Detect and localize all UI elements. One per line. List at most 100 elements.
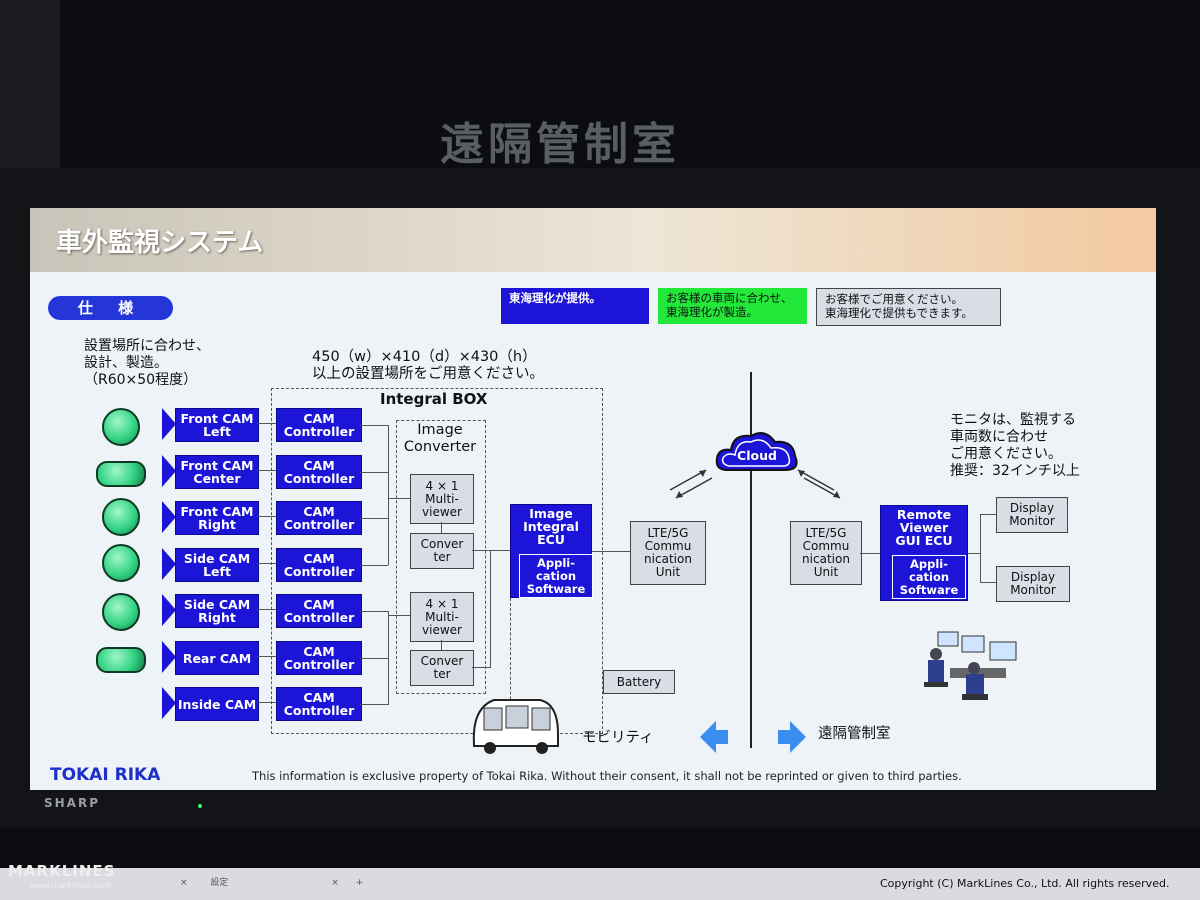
new-tab-button[interactable]: + [355, 878, 364, 888]
arrow-icon [162, 641, 176, 673]
image-converter-region [396, 420, 486, 694]
connector-line [472, 667, 490, 668]
camera-front-center: Front CAM Center [175, 455, 259, 489]
connector-line [360, 472, 388, 473]
camera-side-left: Side CAM Left [175, 548, 259, 582]
legend-provided: 東海理化が提供。 [501, 288, 649, 324]
tokai-rika-logo: TOKAI RIKA [50, 765, 161, 785]
cloud-label: Cloud [737, 448, 777, 463]
camera-icon-front-left [102, 408, 140, 446]
multiviewer-1: 4 × 1 Multi- viewer [410, 474, 474, 524]
spec-label: 仕 様 [48, 296, 173, 320]
slide-title: 車外監視システム [56, 228, 264, 258]
tab-close-icon[interactable]: × [180, 878, 188, 888]
application-software-vehicle: Appli- cation Software [519, 554, 593, 598]
connector-line [360, 611, 388, 612]
camera-rear: Rear CAM [175, 641, 259, 675]
marklines-url: www.marklines.com [30, 881, 111, 890]
arrow-left-icon [700, 721, 728, 753]
legend-customer: お客様でご用意ください。 東海理化で提供もできます。 [816, 288, 1001, 326]
room-sign: 遠隔管制室 [440, 119, 680, 170]
copyright-text: Copyright (C) MarkLines Co., Ltd. All ri… [880, 877, 1170, 890]
camera-front-left: Front CAM Left [175, 408, 259, 442]
connector-line [388, 615, 410, 616]
connector-line [257, 563, 276, 564]
connector-line [360, 658, 388, 659]
tv-brand: SHARP [44, 796, 101, 810]
converter-2: Conver ter [410, 650, 474, 686]
connector-line [257, 702, 276, 703]
connector-line [360, 425, 388, 426]
connector-line [980, 514, 981, 582]
legend-manufactured: お客様の車両に合わせ、 東海理化が製造。 [658, 288, 807, 324]
connector-line [980, 514, 996, 515]
arrow-icon [162, 687, 176, 719]
camera-icon-front-right [102, 498, 140, 536]
connector-line [968, 553, 980, 554]
cam-controller: CAM Controller [276, 641, 362, 675]
integral-box-region [271, 388, 603, 734]
mobility-vehicle-icon [472, 699, 559, 754]
arrow-icon [162, 501, 176, 533]
cam-controller: CAM Controller [276, 501, 362, 535]
title-band: 車外監視システム [30, 208, 1156, 272]
multiviewer-2: 4 × 1 Multi- viewer [410, 592, 474, 642]
connector-line [860, 553, 880, 554]
arrow-icon [162, 408, 176, 440]
connector-line [257, 470, 276, 471]
converter-1: Conver ter [410, 533, 474, 569]
camera-icon-side-right [102, 593, 140, 631]
install-note: 設置場所に合わせ、 設計、製造。 （R60×50程度） [84, 338, 210, 388]
comm-arrows-left-icon [669, 469, 713, 499]
display-monitor-1: Display Monitor [996, 497, 1068, 533]
connector-line [388, 425, 389, 565]
camera-icon-front-center [96, 461, 146, 487]
mobility-label: モビリティ [582, 730, 654, 746]
image-converter-label: Image Converter [403, 422, 477, 455]
lte-unit-remote: LTE/5G Commu nication Unit [790, 521, 862, 585]
connector-line [257, 656, 276, 657]
cloud-icon [715, 432, 798, 471]
footer-disclaimer: This information is exclusive property o… [252, 769, 962, 783]
connector-line [980, 582, 996, 583]
operator-station-icon [924, 631, 1017, 700]
arrow-right-icon [778, 721, 806, 753]
camera-icon-side-left [102, 544, 140, 582]
connector-line [388, 611, 389, 705]
integral-box-label: Integral BOX [380, 390, 488, 408]
background-pillar [0, 0, 60, 170]
marklines-logo: MARKLINES [8, 862, 116, 880]
application-software-remote: Appli- cation Software [892, 555, 966, 599]
remote-room-label: 遠隔管制室 [818, 726, 891, 742]
cam-controller: CAM Controller [276, 455, 362, 489]
power-led [198, 804, 202, 808]
arrow-icon [162, 594, 176, 626]
cam-controller: CAM Controller [276, 687, 362, 721]
battery: Battery [603, 670, 675, 694]
connector-line [441, 522, 442, 533]
cam-controller: CAM Controller [276, 548, 362, 582]
tab-close-icon[interactable]: × [331, 878, 339, 888]
lte-unit-vehicle: LTE/5G Commu nication Unit [630, 521, 706, 585]
display-monitor-2: Display Monitor [996, 566, 1070, 602]
connector-line [257, 609, 276, 610]
connector-line [472, 550, 510, 551]
browser-tabs: × 設定 × + [30, 875, 363, 888]
browser-tab-bar [0, 868, 1200, 900]
tab-settings[interactable]: 設定 [210, 878, 229, 888]
monitor-note: モニタは、監視する 車両数に合わせ ご用意ください。 推奨：32インチ以上 [950, 412, 1080, 479]
connector-line [360, 704, 388, 705]
connector-line [441, 640, 442, 650]
cam-controller: CAM Controller [276, 408, 362, 442]
camera-side-right: Side CAM Right [175, 594, 259, 628]
connector-line [257, 423, 276, 424]
camera-inside: Inside CAM [175, 687, 259, 721]
slide-screen: 車外監視システム 仕 様 設置場所に合わせ、 設計、製造。 （R60×50程度）… [30, 208, 1156, 790]
camera-icon-rear [96, 647, 146, 673]
power-dashed-line [510, 598, 511, 724]
divider-line [750, 372, 752, 748]
connector-line [490, 550, 491, 668]
arrow-icon [162, 455, 176, 487]
connector-line [592, 551, 630, 552]
connector-line [360, 518, 388, 519]
